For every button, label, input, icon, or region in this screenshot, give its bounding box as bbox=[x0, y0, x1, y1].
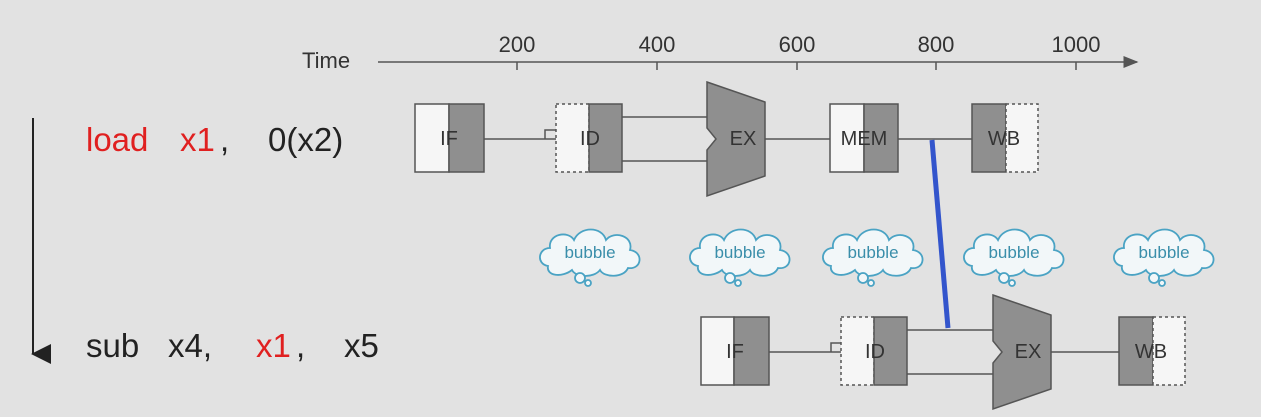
instruction-load: load x1 , 0(x2) bbox=[86, 121, 343, 158]
stage-if: IF bbox=[414, 103, 485, 173]
tick-label-200: 200 bbox=[499, 32, 536, 57]
bubble-label: bubble bbox=[988, 243, 1039, 262]
instr-dest: x4, bbox=[168, 327, 212, 364]
stage-id: ID bbox=[840, 316, 908, 386]
pipeline-load: IF ID EX MEM WB bbox=[414, 80, 1039, 198]
bubble-cloud: bubble bbox=[822, 228, 924, 287]
stage-label: EX bbox=[1015, 341, 1042, 363]
instr-op: load bbox=[86, 121, 148, 158]
stage-wb: WB bbox=[971, 103, 1039, 173]
axis-label: Time bbox=[302, 48, 350, 73]
bubble-row: bubble bubble bubble bubble bubble bbox=[539, 228, 1215, 287]
bubble-label: bubble bbox=[564, 243, 615, 262]
stage-label: WB bbox=[988, 128, 1020, 150]
stage-label: EX bbox=[730, 128, 757, 150]
tick-label-400: 400 bbox=[639, 32, 676, 57]
bubble-cloud: bubble bbox=[1113, 228, 1215, 287]
tick-label-800: 800 bbox=[918, 32, 955, 57]
instr-src-comma: , bbox=[296, 327, 305, 364]
bubble-label: bubble bbox=[847, 243, 898, 262]
pipeline-sub: IF ID EX WB bbox=[700, 293, 1186, 411]
instr-dest: x1 bbox=[180, 121, 215, 158]
instruction-sub: sub x4, x1 , x5 bbox=[86, 327, 379, 364]
instr-src: x1 bbox=[256, 327, 291, 364]
stage-if: IF bbox=[700, 316, 770, 386]
bubble-cloud: bubble bbox=[963, 228, 1065, 287]
instr-comma: , bbox=[220, 121, 229, 158]
stage-label: WB bbox=[1135, 341, 1167, 363]
stage-label: MEM bbox=[841, 128, 888, 150]
bubble-label: bubble bbox=[714, 243, 765, 262]
forwarding-path bbox=[929, 139, 951, 329]
stage-wb: WB bbox=[1118, 316, 1186, 386]
instr-src: 0(x2) bbox=[268, 121, 343, 158]
bubble-cloud: bubble bbox=[689, 228, 791, 287]
stage-label: ID bbox=[580, 128, 600, 150]
stage-label: ID bbox=[865, 341, 885, 363]
bubble-cloud: bubble bbox=[539, 228, 641, 287]
bubble-label: bubble bbox=[1138, 243, 1189, 262]
stage-mem: MEM bbox=[829, 103, 899, 173]
time-axis: Time 200 400 600 800 1000 bbox=[302, 32, 1139, 73]
stage-ex: EX bbox=[706, 80, 766, 198]
tick-label-1000: 1000 bbox=[1052, 32, 1101, 57]
tick-label-600: 600 bbox=[779, 32, 816, 57]
instr-op: sub bbox=[86, 327, 139, 364]
instr-src2: x5 bbox=[344, 327, 379, 364]
stage-label: IF bbox=[726, 341, 744, 363]
stage-label: IF bbox=[440, 128, 458, 150]
stage-id: ID bbox=[555, 103, 623, 173]
stage-ex: EX bbox=[992, 293, 1052, 411]
